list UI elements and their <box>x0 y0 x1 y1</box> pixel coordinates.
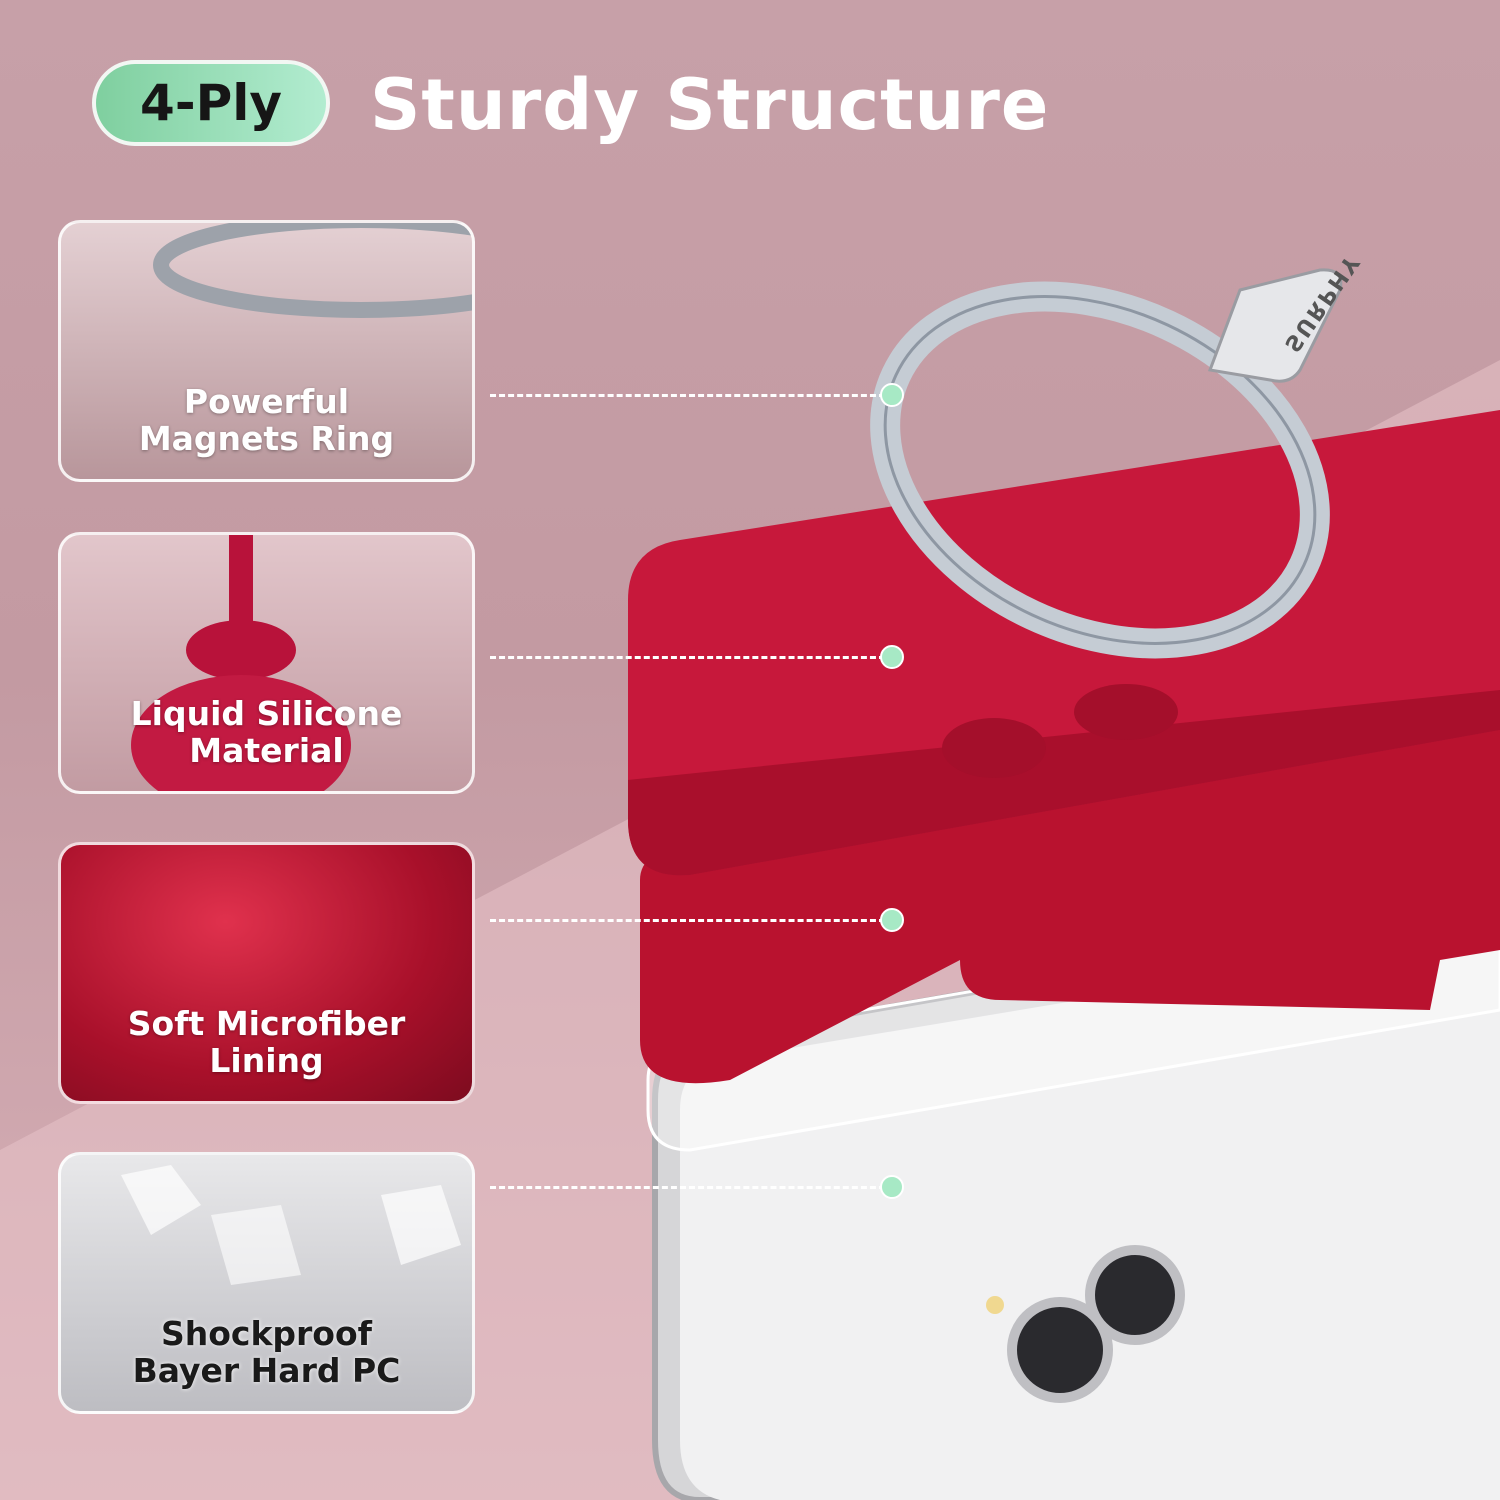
microfiber-lining <box>640 700 1500 1084</box>
ply-badge: 4-Ply <box>92 60 330 146</box>
card-label: Bayer Hard PC <box>132 1351 401 1390</box>
magnet-ring-icon <box>153 223 472 318</box>
connector-dot <box>880 908 904 932</box>
connector-dot <box>880 383 904 407</box>
card-label: Magnets Ring <box>138 419 395 458</box>
card-label: Shockproof <box>160 1314 373 1353</box>
connector-line <box>490 919 885 922</box>
connector-line <box>490 394 885 397</box>
connector-dot <box>880 1175 904 1199</box>
phone-illustration <box>652 896 1500 1500</box>
camera-cutout-2 <box>942 718 1046 778</box>
connector-line <box>490 656 885 659</box>
card-label: Material <box>189 731 344 770</box>
connector-dot <box>880 645 904 669</box>
camera-cutout-1 <box>1074 684 1178 740</box>
card-label: Liquid Silicone <box>130 694 403 733</box>
page-title: Sturdy Structure <box>370 64 1050 146</box>
silicone-drip-icon <box>131 535 351 791</box>
crystal-icon <box>121 1165 461 1285</box>
card-label: Powerful <box>183 382 350 421</box>
magnet-ring <box>870 268 1343 659</box>
connector-line <box>490 1186 885 1189</box>
card-label: Lining <box>209 1041 324 1080</box>
card-label: Soft Microfiber <box>127 1004 406 1043</box>
